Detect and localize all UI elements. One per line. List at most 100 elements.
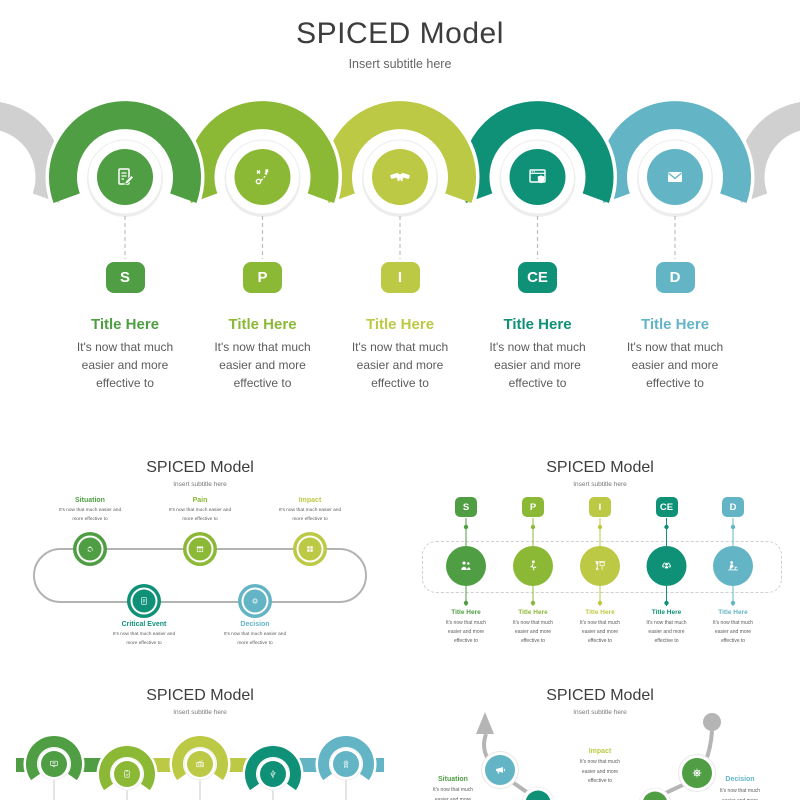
helm-icon	[692, 768, 702, 778]
dashed-band	[422, 541, 782, 593]
t2-letter-badge-P: P	[522, 497, 544, 517]
clipboard-icon	[124, 770, 130, 778]
t2-letter-badge-I: I	[589, 497, 611, 517]
t2-column-D	[713, 518, 753, 606]
column-body-S: It's now that much easier and more effec…	[76, 340, 174, 390]
t3-arch-1	[96, 743, 158, 792]
t3-arch-4	[315, 733, 377, 782]
thumbnail-3-subtitle: Insert subtitle here	[173, 709, 227, 716]
t2-title-here: Title Here	[651, 609, 682, 616]
people-icon	[461, 561, 471, 570]
radio-icon	[196, 760, 204, 768]
t2-title-here: Title Here	[518, 609, 548, 616]
note-edit-icon	[118, 168, 134, 185]
t2-column-P	[513, 518, 553, 606]
t2-column-CE	[646, 518, 687, 606]
thumbnail-3-title: SPICED Model	[146, 687, 254, 704]
t3-node-2	[183, 747, 217, 800]
thumbnail-4-subtitle: Insert subtitle here	[573, 709, 627, 716]
thumbnail-4-title: SPICED Model	[546, 687, 654, 704]
thumbnail-1-graphics	[73, 532, 327, 618]
column-title-S: Title Here	[90, 316, 160, 333]
t2-title-here: Title Here	[585, 609, 615, 616]
main-slide-region[interactable]	[0, 0, 800, 440]
person-desk-icon	[728, 561, 738, 571]
column-body-CE: It's now that much easier and more effec…	[489, 340, 586, 390]
t4-circle-1	[678, 754, 716, 792]
thumbnail-slide-4[interactable]	[408, 678, 792, 800]
icon-circle-I	[362, 139, 438, 217]
strategy-icon	[255, 169, 269, 185]
browser-shield-icon	[529, 169, 546, 184]
column-title-I: Title Here	[365, 316, 435, 333]
loop-node-impact	[293, 532, 327, 566]
t1-step-body: It's now that much easier and more effec…	[168, 508, 232, 522]
column-body-I: It's now that much easier and more effec…	[351, 340, 449, 390]
thumbnail-slide-3[interactable]	[8, 678, 392, 800]
column-title-CE: Title Here	[503, 316, 572, 333]
t2-column-S	[446, 518, 486, 606]
column-title-D: Title Here	[640, 316, 710, 333]
main-arches	[0, 97, 800, 259]
thumbnail-slide-1[interactable]	[8, 450, 392, 668]
path-end-dot	[703, 713, 721, 731]
t4-step-body: It's now that much easier and more effec…	[719, 788, 761, 800]
letter-badge-CE: CE	[518, 262, 557, 293]
megaphone-icon	[496, 767, 505, 774]
icon-circle-P	[224, 139, 301, 217]
usb-icon	[270, 770, 276, 778]
loop-node-critical-event	[127, 584, 161, 618]
thumbnail-2-subtitle: Insert subtitle here	[573, 481, 627, 488]
icon-circle-S	[87, 139, 163, 217]
recycle-icon	[87, 546, 93, 552]
loop-node-pain	[183, 532, 217, 566]
thumbnail-3-graphics	[16, 733, 384, 800]
t1-step-label: Impact	[298, 497, 322, 504]
t4-step-body: It's now that much easier and more effec…	[579, 759, 621, 784]
thumbnail-4-graphics	[476, 712, 721, 800]
envelope-icon	[668, 172, 682, 182]
t1-step-label: Situation	[75, 497, 105, 504]
loop-node-decision	[238, 584, 272, 618]
handshake-icon	[390, 172, 410, 182]
page-title: SPICED Model	[296, 17, 504, 50]
t2-title-here: Title Here	[451, 609, 481, 616]
t1-step-body: It's now that much easier and more effec…	[112, 632, 176, 646]
loop-node-situation	[73, 532, 107, 566]
icon-circle-D	[637, 139, 713, 217]
t1-step-label: Critical Event	[121, 621, 167, 628]
t2-column-I	[580, 518, 620, 606]
path-arrow-icon	[476, 712, 494, 734]
t1-step-label: Decision	[240, 621, 270, 628]
t3-arch-0	[23, 733, 85, 782]
thumbnail-2-title: SPICED Model	[546, 459, 654, 476]
t1-step-label: Pain	[192, 497, 208, 504]
box-icon	[196, 546, 204, 553]
t3-arch-2	[169, 733, 231, 782]
t2-body: It's now that much easier and more effec…	[512, 620, 554, 644]
award-icon	[343, 760, 349, 769]
t1-step-body: It's now that much easier and more effec…	[223, 632, 287, 646]
thumbnail-slide-2[interactable]	[408, 450, 792, 668]
letter-badge-S: S	[105, 262, 145, 293]
page-subtitle: Insert subtitle here	[348, 57, 452, 71]
thumbnail-2-graphics	[446, 518, 753, 606]
document-icon	[141, 597, 147, 605]
t4-step-label: Decision	[725, 776, 755, 783]
grid-icon	[307, 546, 313, 552]
presentation-icon	[595, 561, 605, 571]
t2-letter-badge-D: D	[722, 497, 744, 517]
person-walking-icon	[530, 560, 537, 571]
person-sync-icon	[662, 562, 671, 569]
t2-letter-badge-S: S	[455, 497, 477, 517]
column-body-P: It's now that much easier and more effec…	[214, 340, 311, 390]
t2-body: It's now that much easier and more effec…	[445, 620, 487, 644]
t4-circle-0	[481, 751, 519, 789]
t4-step-label: Impact	[588, 748, 612, 755]
monitor-icon	[50, 760, 58, 768]
letter-badge-P: P	[243, 262, 282, 293]
gear-icon	[251, 597, 259, 605]
